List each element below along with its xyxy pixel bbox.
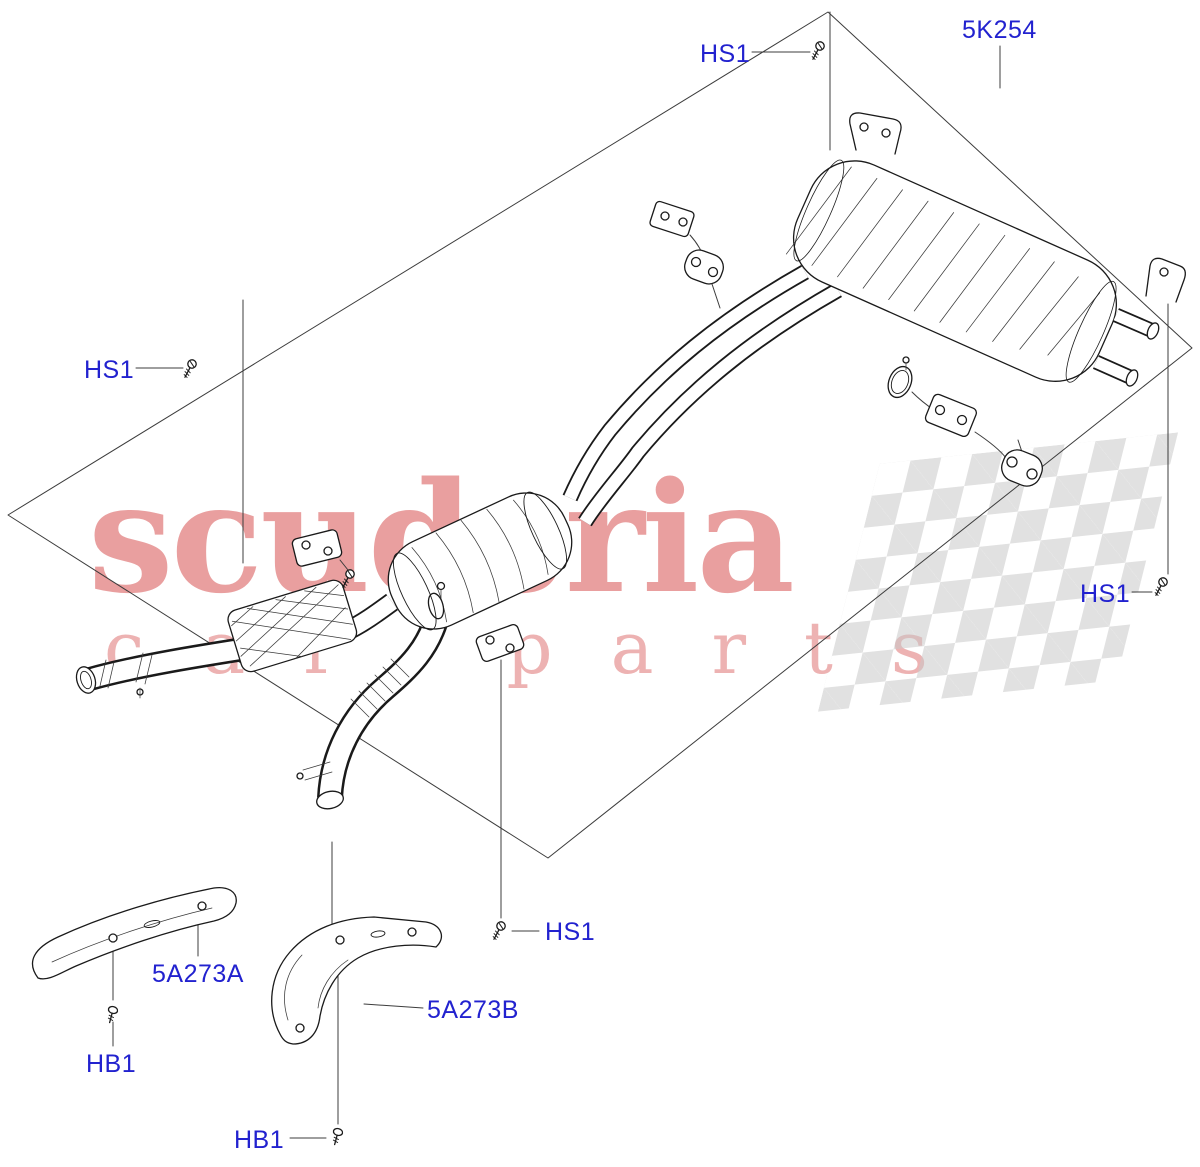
part-label-hb1-bottom[interactable]: HB1 [234, 1126, 285, 1154]
center-muffler [387, 491, 573, 631]
leader-lines [112, 11, 1169, 1139]
front-hanger-and-isolator [649, 200, 724, 309]
rear-hanger-top [849, 112, 902, 155]
part-label-5a273b[interactable]: 5A273B [427, 996, 519, 1024]
part-label-hs1-left[interactable]: HS1 [84, 356, 135, 384]
hs1-screw-left [180, 357, 199, 380]
part-label-5a273a[interactable]: 5A273A [152, 960, 244, 988]
part-label-hb1-left[interactable]: HB1 [86, 1050, 137, 1078]
heat-shield-a [32, 886, 237, 980]
part-label-5k254[interactable]: 5K254 [962, 16, 1037, 44]
mounting-bracket-front [291, 529, 357, 590]
pipe-clamp-front [427, 581, 446, 620]
hs1-screw-top [808, 39, 827, 62]
part-label-hs1-top[interactable]: HS1 [700, 40, 751, 68]
hanger-bracket-center [475, 624, 525, 662]
part-label-hs1-right[interactable]: HS1 [1080, 580, 1131, 608]
hs1-screw-center [489, 919, 508, 942]
isometric-frame [7, 11, 1193, 859]
part-label-hs1-center[interactable]: HS1 [545, 918, 596, 946]
rear-clamp-and-hangers [887, 356, 1043, 487]
catalytic-converter [227, 579, 358, 673]
twin-pipes [562, 265, 842, 527]
downpipe [296, 608, 451, 810]
heat-shield-b [271, 916, 443, 1045]
rear-hanger-right [1145, 257, 1186, 303]
hb1-bolt-bottom [329, 1126, 344, 1147]
hb1-bolt-left [104, 1004, 119, 1025]
hs1-screw-right [1151, 575, 1170, 598]
rear-silencer [785, 159, 1160, 387]
